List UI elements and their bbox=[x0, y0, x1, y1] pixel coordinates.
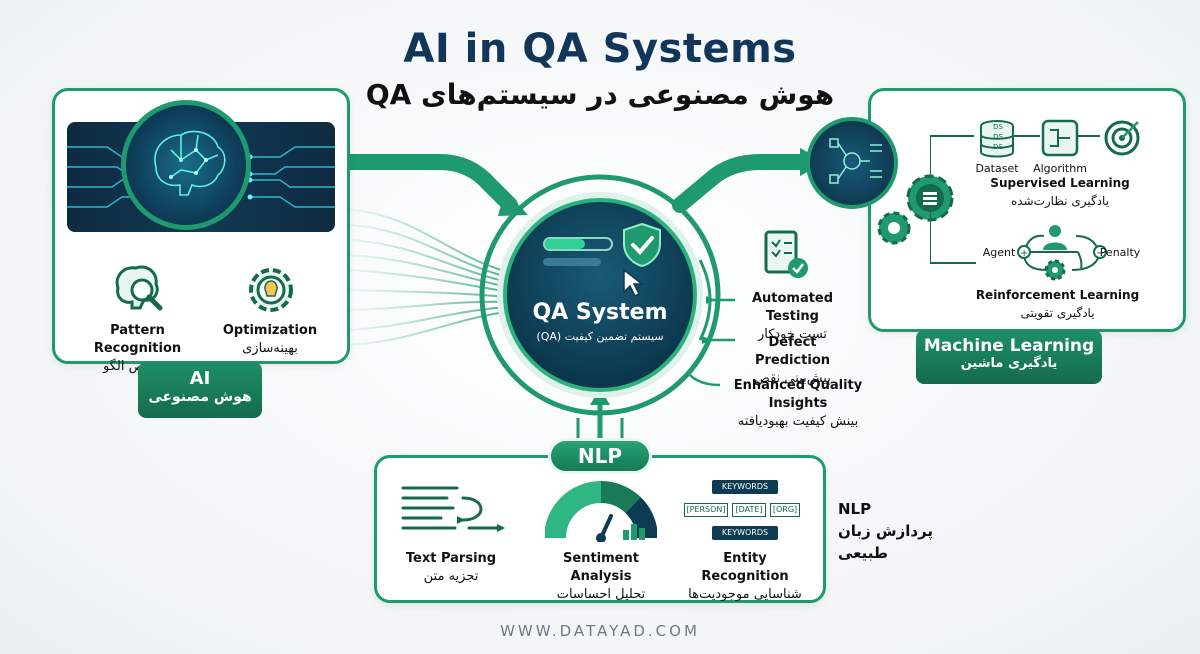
brain-icon bbox=[121, 100, 251, 230]
dataset-icon bbox=[980, 120, 1014, 158]
sentiment-gauge-icon bbox=[545, 481, 657, 542]
brain-magnifier-icon bbox=[108, 262, 166, 316]
org-chip: [ORG] bbox=[770, 503, 800, 517]
nlp-item-entity-recognition: Entity Recognition شناسایی موجودیت‌ها bbox=[688, 551, 802, 602]
hub-subtitle: سیستم تضمین کیفیت (QA) bbox=[536, 330, 664, 343]
progress-bar-track bbox=[543, 258, 601, 266]
nlp-item-sentiment-analysis: Sentiment Analysis تحلیل احساسات bbox=[556, 551, 646, 602]
qa-system-hub bbox=[503, 198, 697, 392]
hub-title: QA System bbox=[532, 300, 668, 325]
ml-network-icon bbox=[806, 117, 898, 209]
target-icon bbox=[1104, 120, 1140, 156]
nlp-item-text-parsing: Text Parsing تجزیه متن bbox=[405, 551, 497, 584]
output-defect-prediction: Defect Prediction پیش‌بینی نقص bbox=[754, 335, 831, 386]
ml-flow-lines bbox=[930, 135, 1100, 268]
page-subtitle: هوش مصنوعی در سیستم‌های QA bbox=[365, 78, 835, 111]
cursor-icon bbox=[623, 268, 645, 298]
penalty-label: Penalty bbox=[1099, 246, 1141, 259]
checklist-icon bbox=[764, 230, 808, 278]
svg-text:+: + bbox=[1020, 248, 1028, 259]
ai-tag: AI هوش مصنوعی bbox=[138, 362, 262, 418]
ml-tag: Machine Learning یادگیری ماشین bbox=[916, 330, 1102, 384]
nlp-pill: NLP bbox=[548, 438, 652, 474]
output-quality-insights: Enhanced Quality Insights بینش کیفیت بهب… bbox=[733, 378, 863, 429]
keywords-chip-bottom: KEYWORDS bbox=[712, 526, 778, 540]
agent-person-icon bbox=[1043, 225, 1067, 250]
person-chip: [PERSON] bbox=[684, 503, 728, 517]
svg-text:−: − bbox=[1096, 248, 1104, 259]
rl-loop: + − bbox=[1017, 234, 1107, 271]
algorithm-label: Algorithm bbox=[1033, 162, 1087, 175]
gear-bulb-icon bbox=[243, 263, 299, 317]
keywords-chip-top: KEYWORDS bbox=[712, 480, 778, 494]
text-parsing-icon bbox=[401, 486, 505, 532]
dataset-label: Dataset bbox=[975, 162, 1019, 175]
supervised-learning-label: Supervised Learning یادگیری نظارت‌شده bbox=[990, 176, 1130, 208]
agent-label: Agent bbox=[982, 246, 1016, 259]
output-automated-testing: Automated Testing تست خودکار bbox=[751, 291, 834, 342]
nlp-side-label: NLP پردازش زبان طبیعی bbox=[838, 500, 934, 562]
reinforcement-learning-label: Reinforcement Learning یادگیری تقویتی bbox=[975, 288, 1140, 320]
ai-item-optimization: Optimization بهینه‌سازی bbox=[222, 323, 318, 356]
page-title: AI in QA Systems bbox=[403, 26, 797, 72]
progress-bar bbox=[543, 237, 613, 251]
date-chip: [DATE] bbox=[732, 503, 766, 517]
algorithm-icon bbox=[1041, 119, 1079, 157]
shield-check-icon bbox=[623, 222, 661, 268]
footer-url[interactable]: WWW.DATAYAD.COM bbox=[500, 622, 700, 640]
entity-recognition-icon: KEYWORDS [PERSON] [DATE] [ORG] KEYWORDS bbox=[684, 478, 808, 542]
